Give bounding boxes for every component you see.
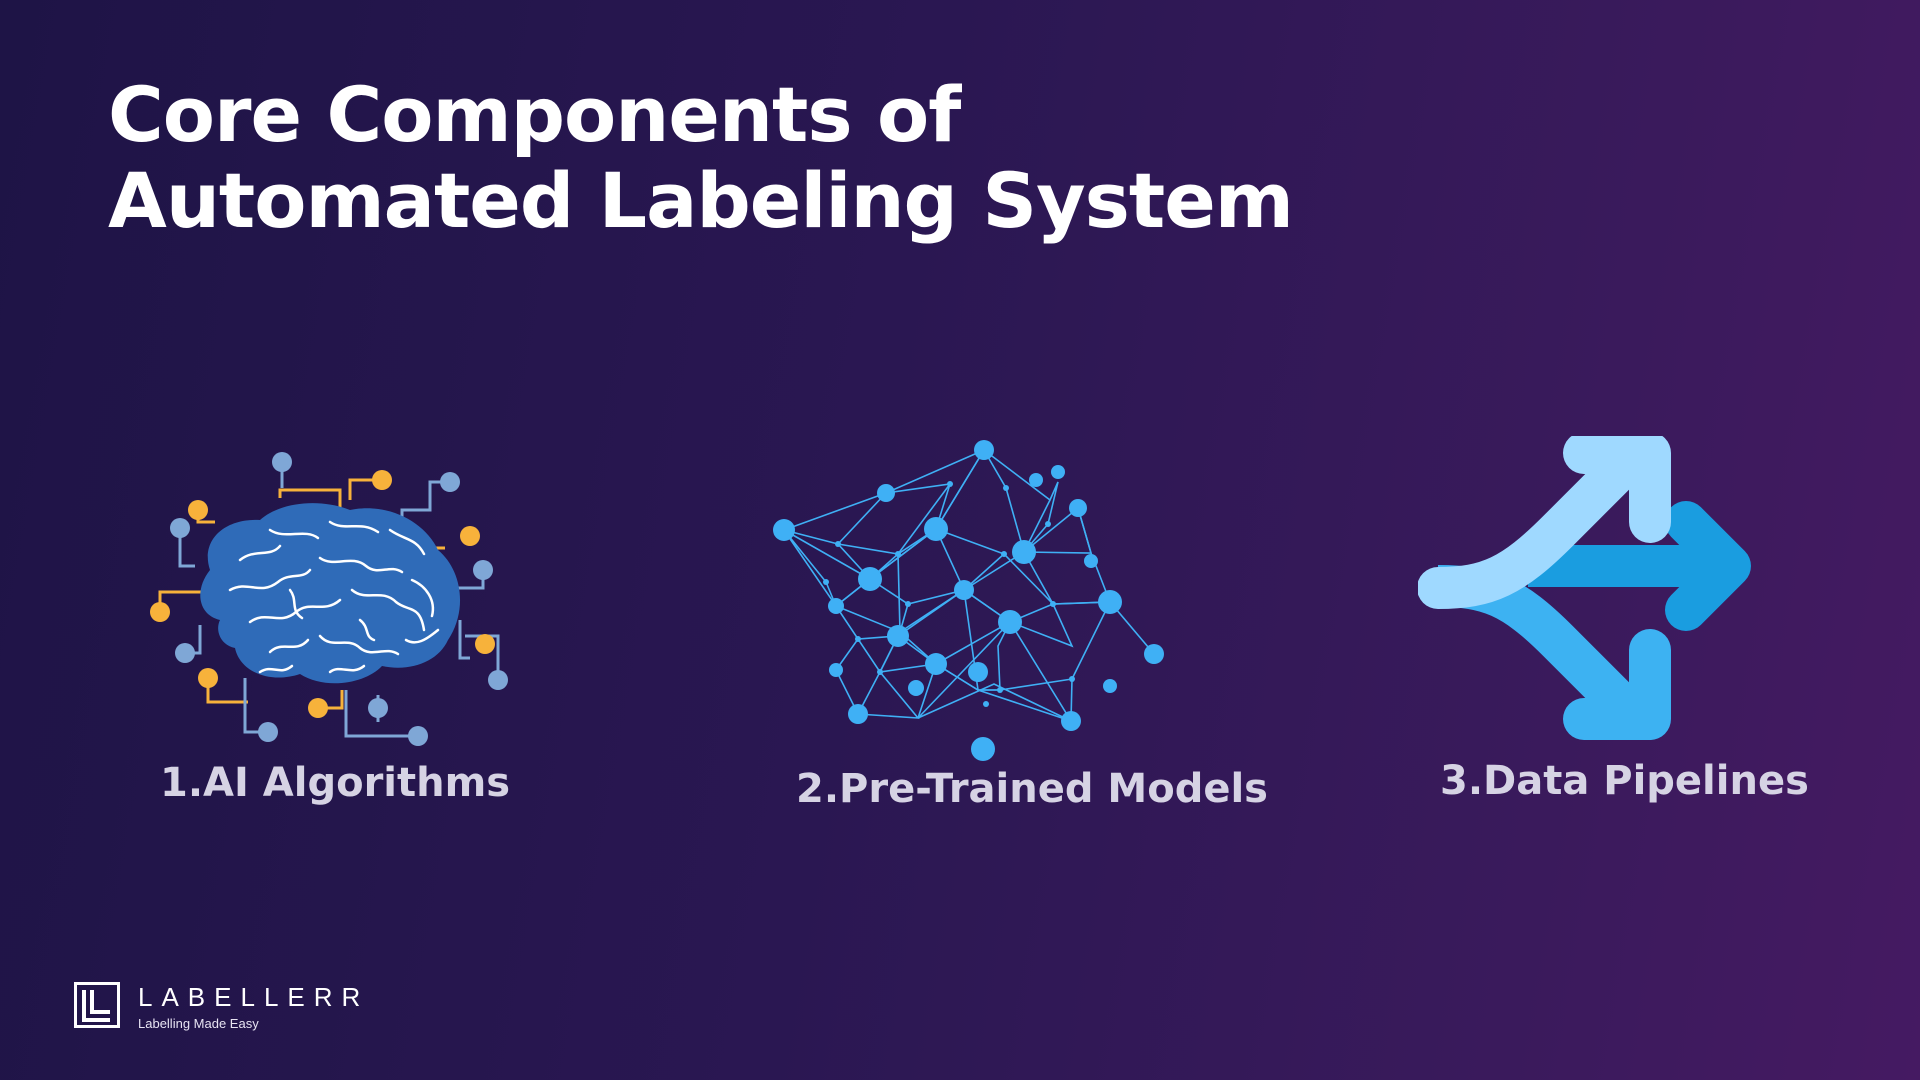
component-pre-trained-models: 2.Pre-Trained Models (768, 436, 1268, 826)
component-label-ai-algorithms: 1.AI Algorithms (160, 760, 511, 806)
brand-tagline: Labelling Made Easy (138, 1016, 259, 1031)
component-label-data-pipelines: 3.Data Pipelines (1440, 758, 1809, 804)
split-arrows-icon (1418, 436, 1751, 740)
component-ai-algorithms: 1.AI Algorithms (120, 440, 540, 820)
component-label-pre-trained-models: 2.Pre-Trained Models (796, 766, 1268, 812)
brand-name: LABELLERR (138, 982, 370, 1012)
slide-title: Core Components of Automated Labeling Sy… (108, 70, 1294, 245)
slide-title-line-1: Core Components of (108, 70, 961, 159)
brain-circuit-icon (150, 452, 508, 746)
slide-title-line-2: Automated Labeling System (108, 156, 1294, 245)
labellerr-logo-icon (74, 982, 120, 1028)
neural-network-icon (773, 440, 1164, 761)
component-data-pipelines: 3.Data Pipelines (1418, 436, 1818, 826)
